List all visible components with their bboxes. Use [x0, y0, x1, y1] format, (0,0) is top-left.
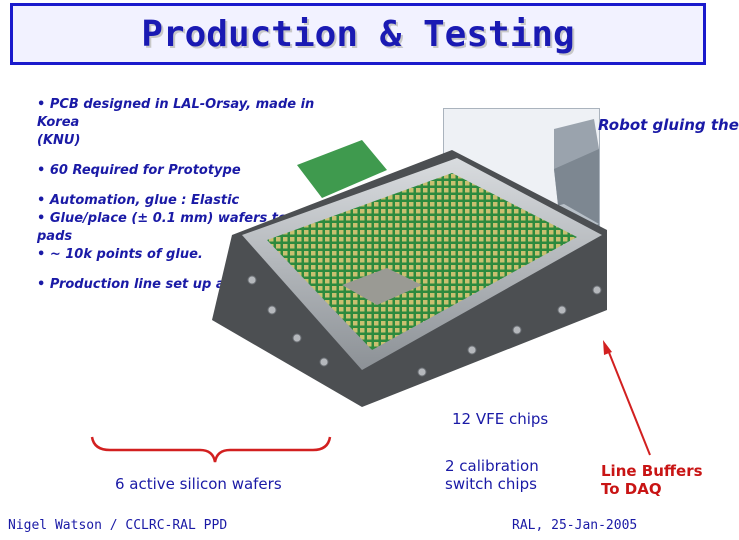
bullet-production-line: • Production line set up at RAL [37, 277, 264, 292]
bullet-list: • PCB designed in LAL-Orsay, made in Kor… [37, 96, 337, 294]
bullet-pcb: • PCB designed in LAL-Orsay, made in Kor… [37, 97, 315, 130]
line-buffers-label: Line Buffers To DAQ [601, 462, 703, 498]
slide-title: Production & Testing [141, 14, 575, 55]
robot-caption: Robot gluing the [598, 116, 739, 134]
bullet-glue-place-cont: pads [37, 229, 73, 244]
wafers-brace [90, 436, 332, 463]
calibration-chips-label: 2 calibration switch chips [445, 457, 539, 493]
bullet-pcb-cont: (KNU) [37, 133, 81, 148]
calibration-chips-line2: switch chips [445, 475, 537, 493]
bullet-required: • 60 Required for Prototype [37, 163, 241, 178]
bullet-glue-place: • Glue/place (± 0.1 mm) wafers to [37, 211, 287, 226]
silicon-wafers-label: 6 active silicon wafers [115, 475, 282, 493]
footer-author: Nigel Watson / CCLRC-RAL PPD [8, 518, 228, 533]
buffers-arrow [607, 349, 651, 456]
title-banner: Production & Testing [10, 3, 706, 65]
vfe-chips-label: 12 VFE chips [452, 410, 549, 428]
line-buffers-line1: Line Buffers [601, 462, 703, 480]
calibration-chips-line1: 2 calibration [445, 457, 539, 475]
line-buffers-line2: To DAQ [601, 480, 662, 498]
bullet-glue-points: • ~ 10k points of glue. [37, 247, 203, 262]
footer-date: RAL, 25-Jan-2005 [512, 518, 638, 533]
bullet-automation: • Automation, glue : Elastic [37, 193, 240, 208]
detector-photo [212, 140, 607, 407]
